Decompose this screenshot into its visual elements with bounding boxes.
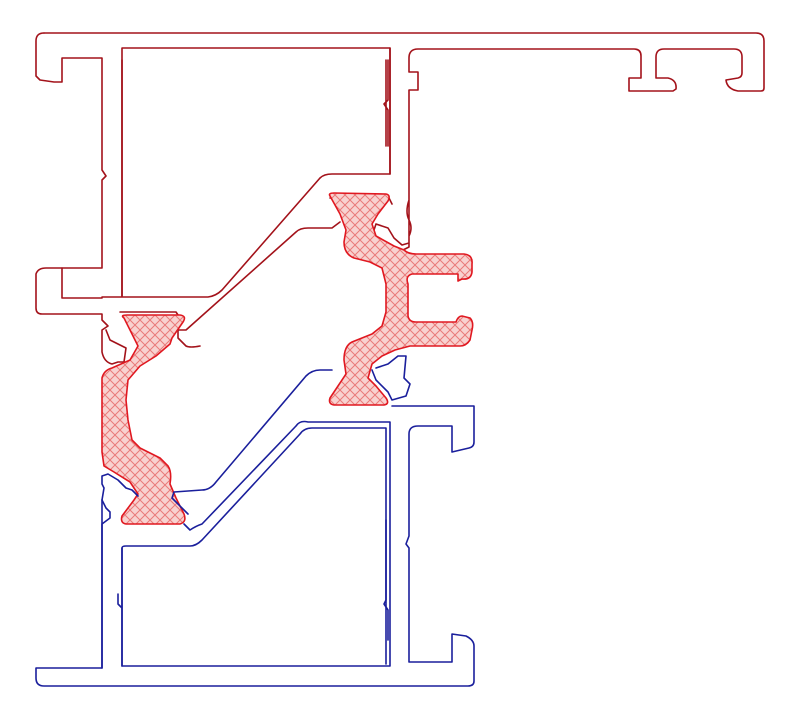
outer-profile-left-wall bbox=[35, 32, 391, 299]
inner-profile-left-wall bbox=[101, 499, 123, 669]
thermal-barrier-strip bbox=[101, 192, 474, 525]
inner-profile-outline bbox=[121, 369, 391, 667]
outer-profile-left-foot bbox=[35, 267, 127, 365]
outer-profile-chamber-side bbox=[383, 59, 389, 147]
inner-profile-chamber-side bbox=[383, 519, 389, 641]
inner-profile bbox=[35, 355, 475, 687]
inner-profile-strip-seat bbox=[371, 355, 411, 401]
thermal-barrier-upper bbox=[328, 192, 474, 406]
outer-profile-outline bbox=[43, 32, 765, 251]
inner-profile-right-column bbox=[35, 405, 475, 687]
thermal-barrier-lower bbox=[101, 314, 186, 525]
